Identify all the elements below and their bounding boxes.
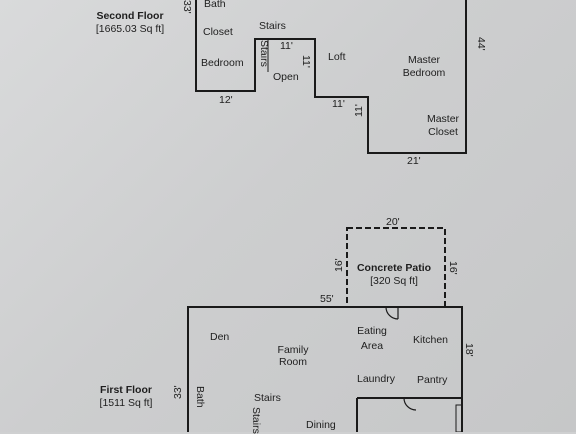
first-floor-den: Den [210,331,230,343]
first-floor-dining: Dining [306,419,336,431]
first-floor-stairs: Stairs [254,392,281,404]
second-floor-open: Open [273,71,299,83]
eating-area-line1: Eating [357,325,387,337]
second-floor-title: Second Floor [96,10,164,22]
first-floor-area: [1511 Sq ft] [99,397,153,409]
first-floor-title: First Floor [100,384,152,396]
family-room-line2: Room [278,356,308,368]
patio-door-swing [385,306,399,320]
second-floor-dim-step: 11' [332,98,345,110]
second-floor-dim-bottom-right: 21' [407,155,421,167]
patio-dim-left: 16' [333,258,345,272]
first-floor-dim-top: 55' [320,293,334,305]
first-floor-laundry: Laundry [357,373,395,385]
master-closet-line1: Master [426,113,460,125]
master-bedroom-line1: Master [407,54,441,66]
first-floor-stairs-vertical: Stairs [250,407,262,434]
first-floor-dim-left: 33' [172,385,184,399]
second-floor-dim-stairs-side: 11' [300,55,312,68]
patio-area: [320 Sq ft] [370,275,418,287]
second-floor-dim-bottom-left: 12' [219,94,233,106]
master-bedroom-line2: Bedroom [402,67,446,79]
second-floor-closet: Closet [203,26,233,38]
first-floor-pantry: Pantry [417,374,448,386]
second-floor-dim-step-side: 11' [353,104,365,117]
second-floor-stairs: Stairs [259,20,286,32]
laundry-door-swing [403,397,417,411]
patio-dim-right: 16' [447,261,459,275]
kitchen-window [455,404,463,432]
master-closet-line2: Closet [428,126,458,138]
second-floor-loft: Loft [328,51,346,63]
second-floor-dim-stairs-top: 11' [280,40,293,52]
second-floor-stairs-vertical: Stairs [258,40,270,67]
second-floor-outline [195,0,467,154]
family-room-line1: Family [277,344,309,356]
first-floor-dim-right: 18' [463,343,475,357]
second-floor-dim-left: 33' [181,0,193,14]
second-floor-area: [1665.03 Sq ft] [95,23,165,35]
second-floor-bath: Bath [204,0,226,10]
patio-title: Concrete Patio [356,262,432,274]
patio-dim-top: 20' [386,216,400,228]
first-floor-bath: Bath [194,386,206,408]
first-floor-kitchen: Kitchen [413,334,449,346]
second-floor-bedroom: Bedroom [201,57,244,69]
eating-area-line2: Area [360,340,384,352]
second-floor-dim-right: 44' [475,37,487,51]
first-floor-outline [187,306,463,432]
